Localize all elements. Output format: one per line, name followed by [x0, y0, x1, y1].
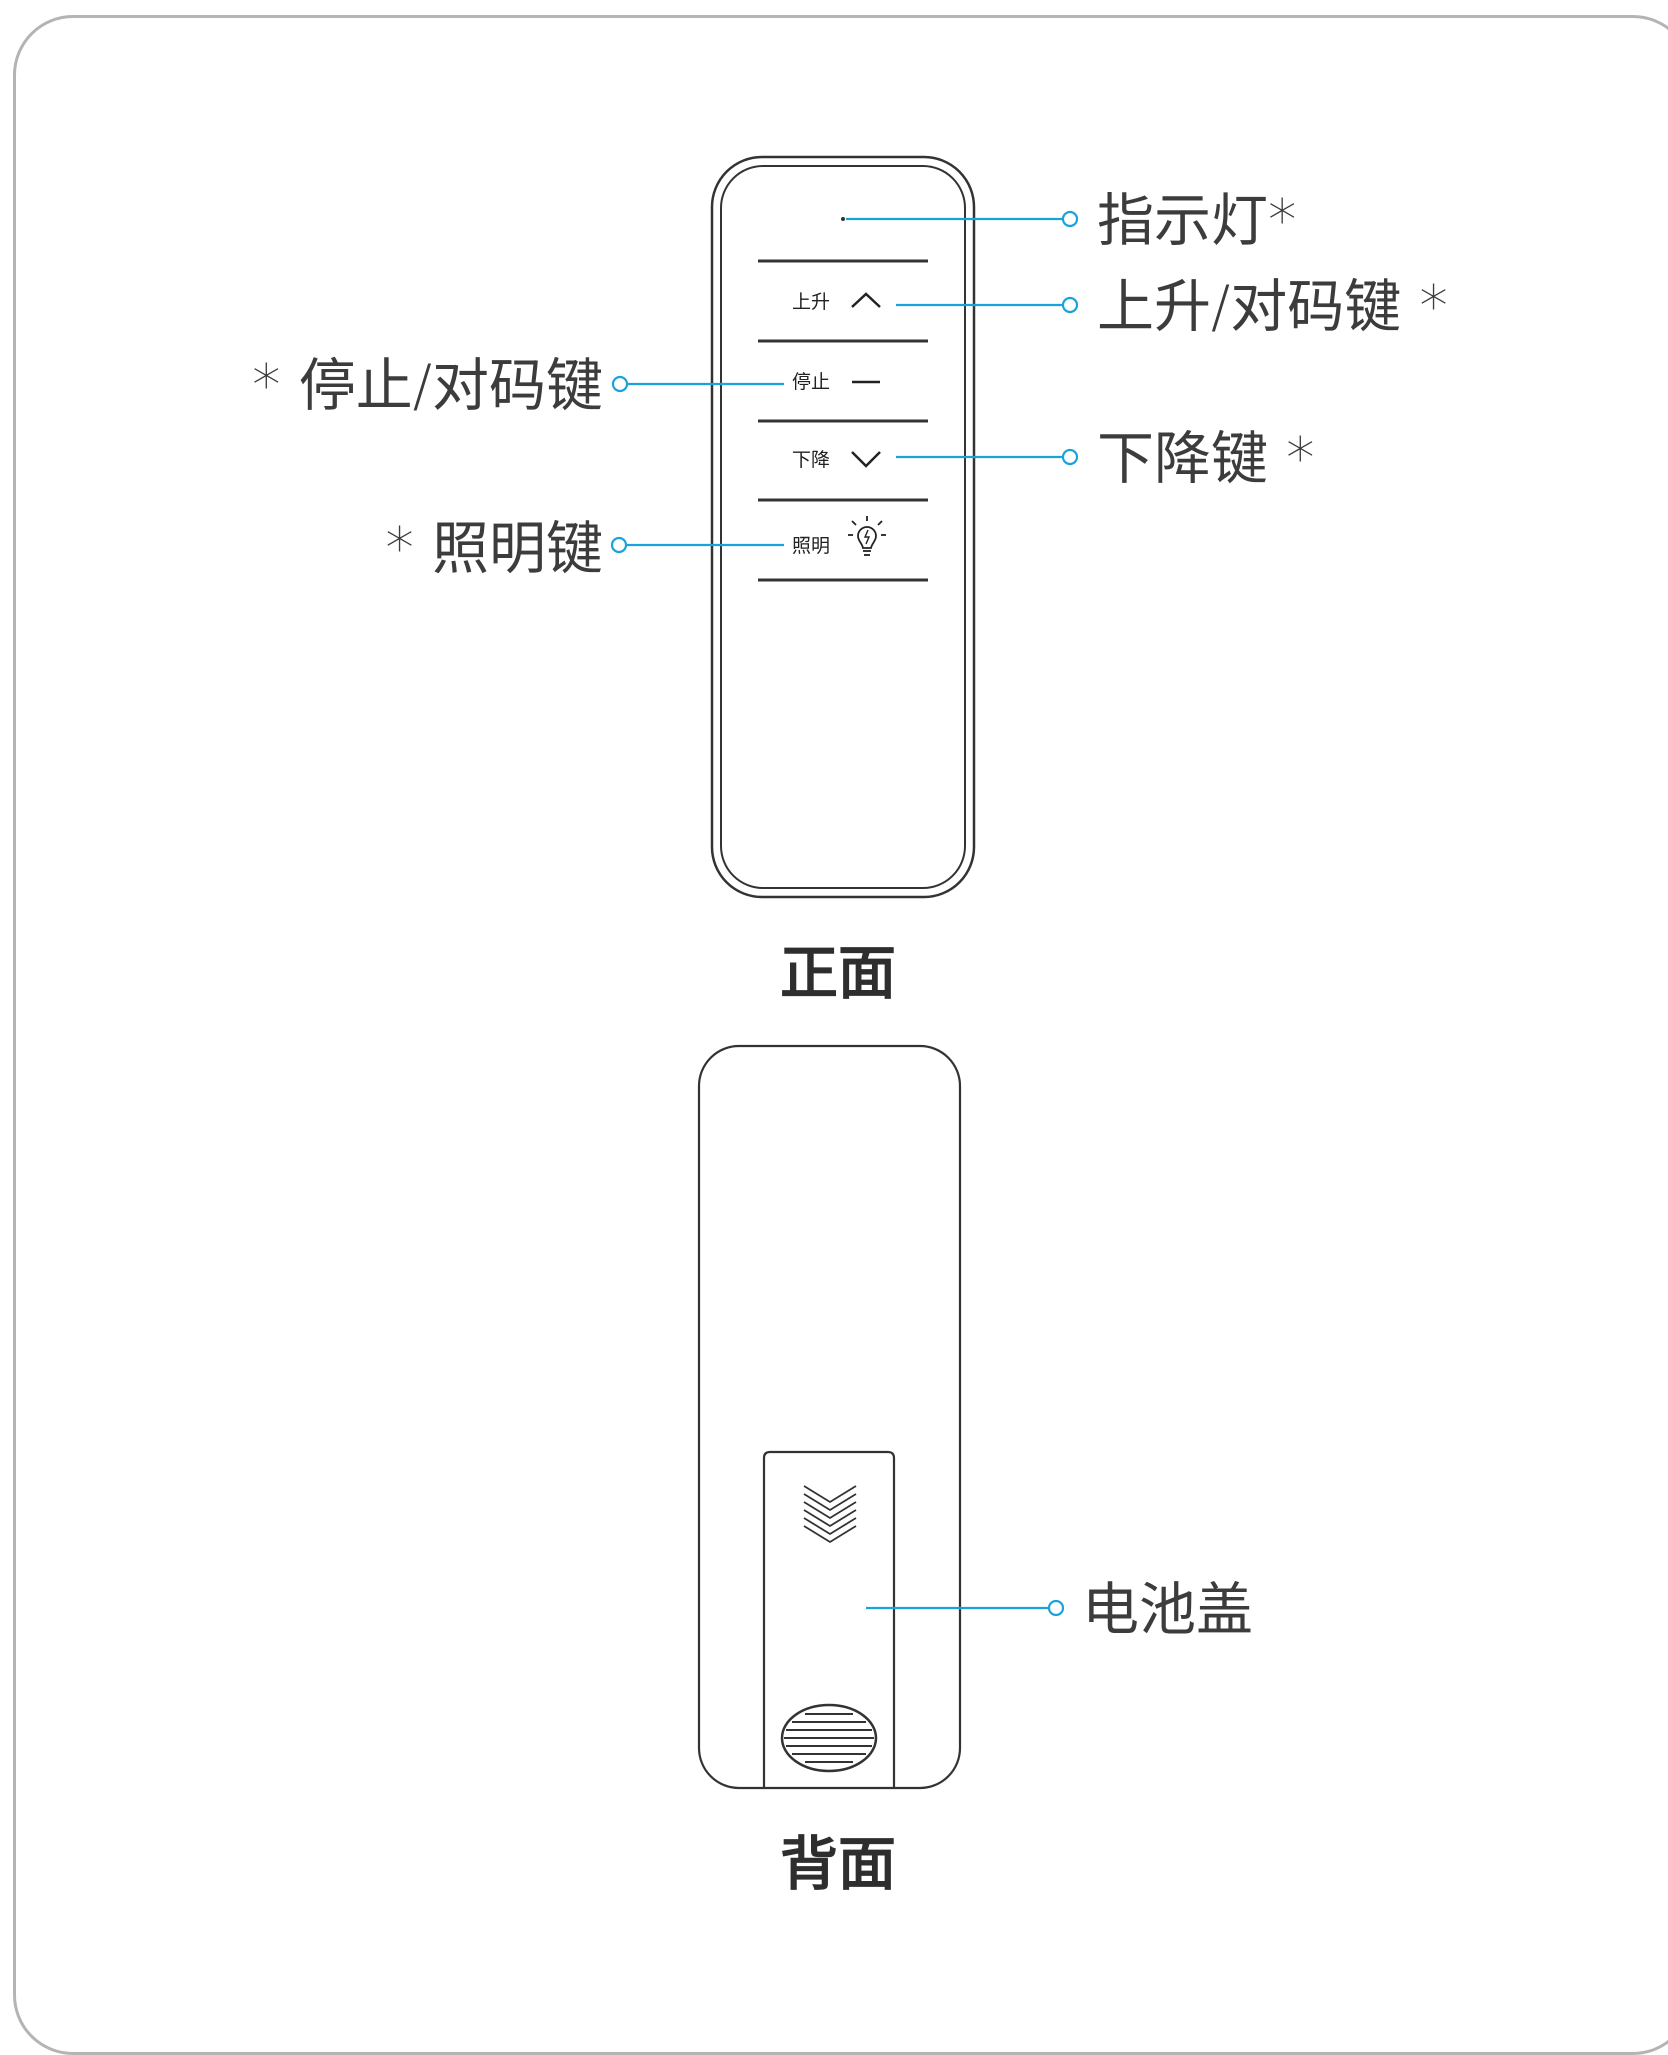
light-bulb-icon [848, 516, 886, 556]
front-inner-outline [720, 165, 966, 889]
caption-front: 正面 [780, 939, 896, 1007]
caption-back: 背面 [780, 1830, 896, 1898]
speaker-grille-icon [780, 1703, 878, 1773]
back-remote [697, 1044, 962, 1790]
front-leader-lines [610, 210, 1079, 554]
callout-indicator: 指示灯* [1097, 188, 1297, 254]
indicator-led [841, 217, 845, 221]
callout-up-pair: 上升/对码键 * [1097, 274, 1448, 340]
front-remote [710, 155, 976, 899]
button-label-down: 下降 [792, 449, 830, 471]
button-label-stop: 停止 [792, 371, 830, 393]
callout-battery-cover: 电池盖 [1082, 1577, 1253, 1643]
arrow-down-icon [851, 451, 881, 468]
battery-cover-outline [762, 1450, 896, 1788]
callout-down: 下降键 * [1097, 426, 1315, 492]
chevron-stack-icon [803, 1485, 857, 1544]
callout-stop-pair: * 停止/对码键 [252, 353, 603, 419]
button-label-light: 照明 [792, 535, 830, 557]
button-label-up: 上升 [792, 291, 830, 313]
front-outer-outline [710, 155, 976, 899]
back-outline [697, 1044, 962, 1790]
back-leader-line [866, 1599, 1065, 1617]
arrow-up-icon [851, 292, 881, 308]
callout-light: * 照明键 [385, 516, 603, 582]
